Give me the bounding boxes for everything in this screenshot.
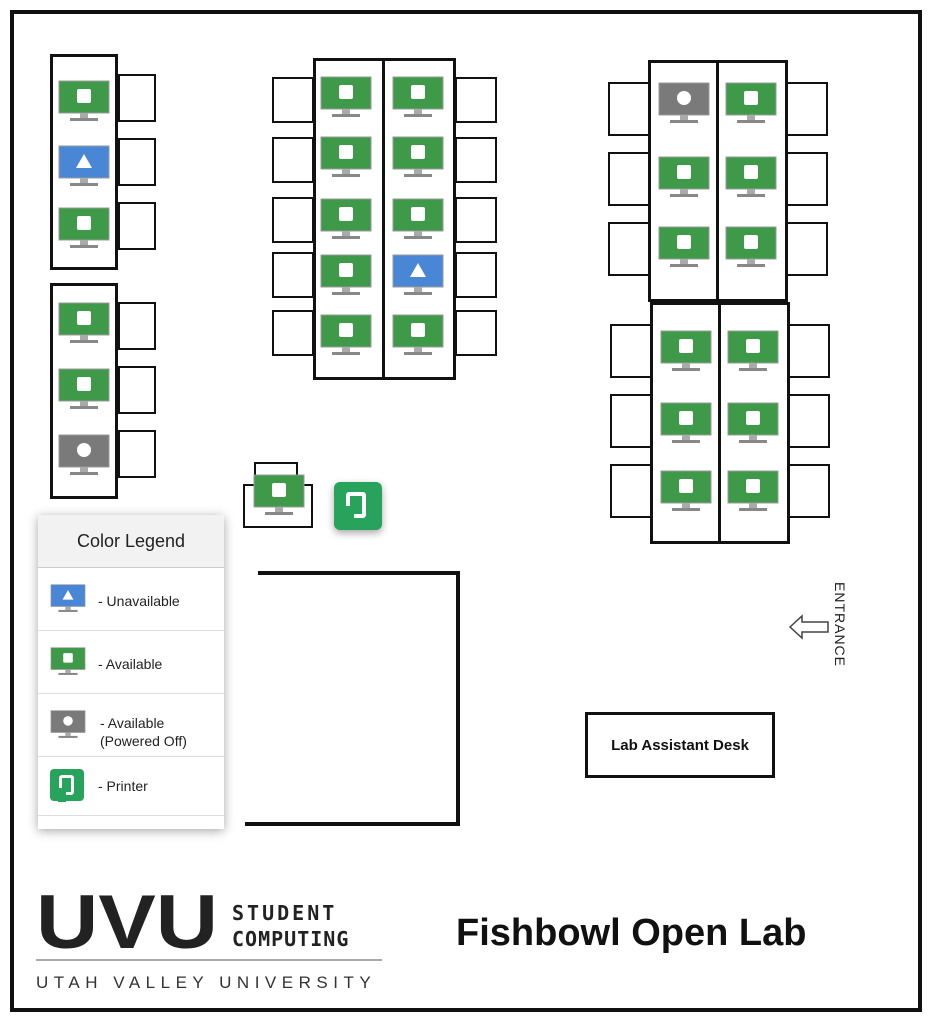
available-computer-icon[interactable] <box>658 156 710 200</box>
chair <box>788 464 830 518</box>
available-computer-icon[interactable] <box>725 82 777 126</box>
powered-off-computer-icon[interactable] <box>58 434 110 478</box>
available-computer-icon[interactable] <box>320 136 372 180</box>
available-computer-icon[interactable] <box>727 330 779 374</box>
available-computer-icon[interactable] <box>660 330 712 374</box>
chair <box>786 152 828 206</box>
chair <box>272 252 314 298</box>
uvu-logo: UVU STUDENT COMPUTING UTAH VALLEY UNIVER… <box>36 880 386 993</box>
available-computer-icon[interactable] <box>320 254 372 298</box>
chair <box>118 74 156 122</box>
printer-icon[interactable] <box>334 482 382 530</box>
legend-row-available: - Available <box>38 631 224 694</box>
available-computer-icon[interactable] <box>58 302 110 346</box>
chair <box>610 324 652 378</box>
legend-label-text: - Available (Powered Off) <box>100 715 187 749</box>
room-wall <box>245 571 460 826</box>
unavailable-computer-icon[interactable] <box>58 145 110 189</box>
available-computer-icon[interactable] <box>658 226 710 270</box>
available-computer-icon[interactable] <box>58 207 110 251</box>
chair <box>610 394 652 448</box>
chair <box>455 197 497 243</box>
chair <box>118 366 156 414</box>
powered-off-computer-icon <box>50 710 86 740</box>
legend-row-powered-off: - Available (Powered Off) <box>38 694 224 757</box>
chair <box>455 137 497 183</box>
available-computer-icon[interactable] <box>725 226 777 270</box>
chair <box>455 77 497 123</box>
chair <box>610 464 652 518</box>
chair <box>608 152 650 206</box>
available-computer-icon[interactable] <box>58 80 110 124</box>
chair <box>272 197 314 243</box>
legend-label: - Printer <box>98 778 148 794</box>
available-computer-icon[interactable] <box>660 470 712 514</box>
legend-label: - Available (Powered Off) <box>100 714 210 750</box>
available-computer-icon[interactable] <box>727 402 779 446</box>
chair <box>788 324 830 378</box>
legend-title: Color Legend <box>38 515 224 568</box>
available-computer-icon[interactable] <box>320 314 372 358</box>
legend-row-unavailable: - Unavailable <box>38 568 224 631</box>
chair <box>272 310 314 356</box>
map-title: Fishbowl Open Lab <box>456 912 807 954</box>
uvu-mark: UVU <box>36 888 218 965</box>
entrance-arrow-icon <box>788 614 829 640</box>
available-computer-icon[interactable] <box>725 156 777 200</box>
chair <box>118 202 156 250</box>
logo-line2: COMPUTING <box>232 927 349 951</box>
available-computer-icon[interactable] <box>392 76 444 120</box>
lab-assistant-desk: Lab Assistant Desk <box>585 712 775 778</box>
chair <box>608 222 650 276</box>
unavailable-computer-icon[interactable] <box>392 254 444 298</box>
legend-label: - Available <box>98 656 163 672</box>
available-computer-icon[interactable] <box>392 136 444 180</box>
available-computer-icon[interactable] <box>320 76 372 120</box>
logo-university: UTAH VALLEY UNIVERSITY <box>36 973 376 988</box>
available-computer-icon[interactable] <box>253 474 305 518</box>
chair <box>788 394 830 448</box>
legend-row-printer: - Printer <box>38 757 224 816</box>
powered-off-computer-icon[interactable] <box>658 82 710 126</box>
chair <box>272 137 314 183</box>
chair <box>786 222 828 276</box>
chair <box>272 77 314 123</box>
logo-line1: STUDENT <box>232 901 337 925</box>
available-computer-icon[interactable] <box>392 314 444 358</box>
available-computer-icon[interactable] <box>58 368 110 412</box>
available-computer-icon[interactable] <box>320 198 372 242</box>
color-legend: Color Legend - Unavailable - Available -… <box>38 515 224 829</box>
uvu-wordmark: UVU STUDENT COMPUTING UTAH VALLEY UNIVER… <box>36 880 382 992</box>
chair <box>455 252 497 298</box>
chair <box>118 138 156 186</box>
available-computer-icon <box>50 647 86 677</box>
chair <box>118 430 156 478</box>
legend-label: - Unavailable <box>98 593 180 609</box>
chair <box>118 302 156 350</box>
printer-icon <box>50 769 84 802</box>
available-computer-icon[interactable] <box>660 402 712 446</box>
entrance-label: ENTRANCE <box>832 582 848 668</box>
chair <box>608 82 650 136</box>
chair <box>455 310 497 356</box>
chair <box>786 82 828 136</box>
unavailable-computer-icon <box>50 584 86 614</box>
available-computer-icon[interactable] <box>392 198 444 242</box>
available-computer-icon[interactable] <box>727 470 779 514</box>
